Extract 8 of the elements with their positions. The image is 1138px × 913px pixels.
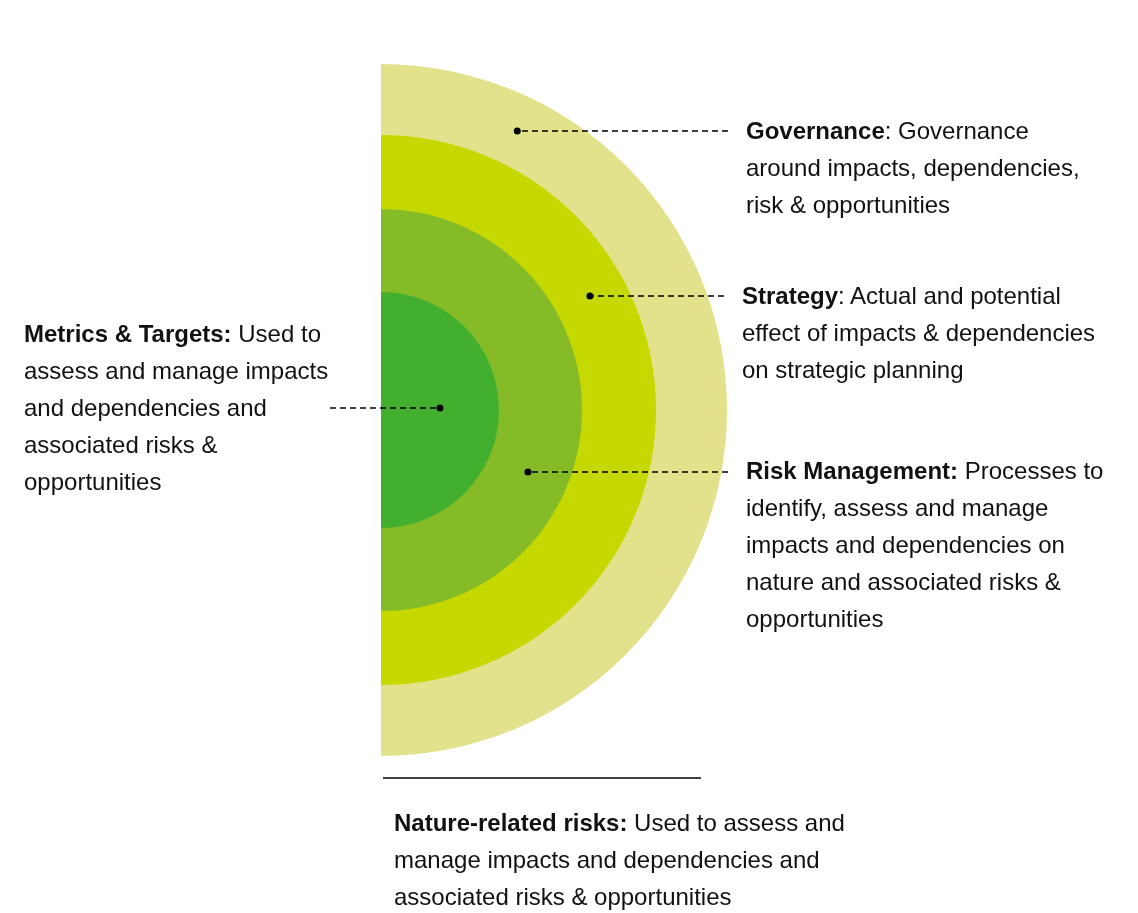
description-text: Risk Management: Processes to identify, assess and manage impacts and dependencies on nature and associated risks & opportunities: [746, 452, 1126, 637]
leader-line: [586, 292, 725, 300]
leader-line: [329, 404, 444, 412]
description-text: Metrics & Targets: Used to assess and manage impacts and dependencies and associated risks & opportunities: [24, 315, 344, 500]
description-text: Strategy: Actual and potential effect of impacts & dependencies on strategic planning: [742, 277, 1122, 388]
leader-line: [513, 127, 729, 135]
description-text: Governance: Governance around impacts, dependencies, risk & opportunities: [746, 112, 1086, 223]
footnote-text: Nature-related risks: Used to assess and manage impacts and dependencies and associated risks & opportunities: [394, 808, 846, 912]
